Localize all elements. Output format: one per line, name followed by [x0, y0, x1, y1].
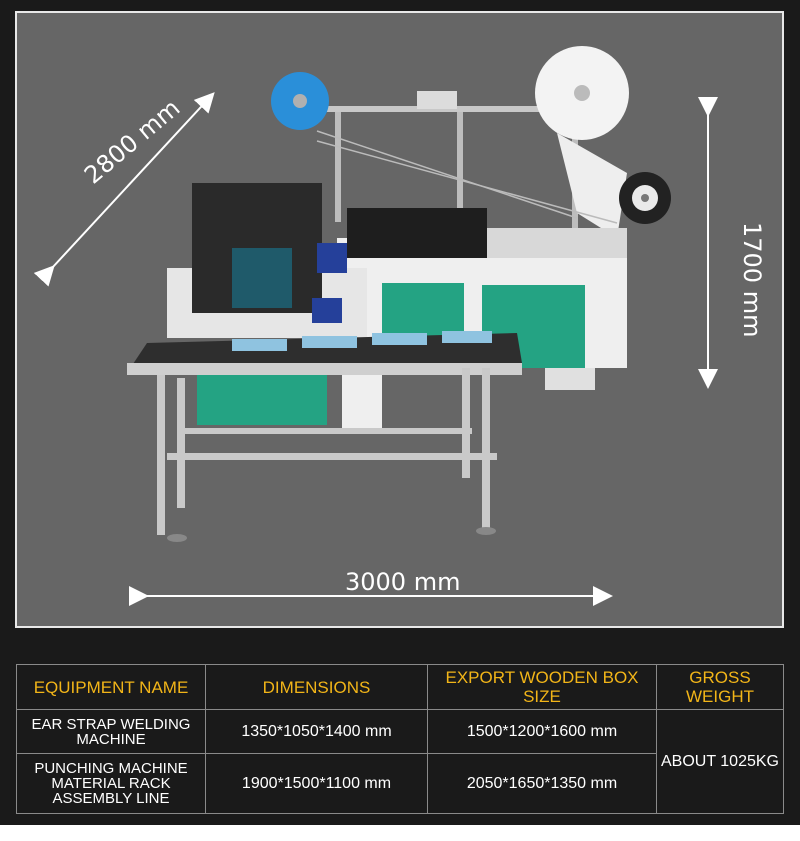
header-box-size: EXPORT WOODEN BOX SIZE	[427, 664, 657, 710]
row-box-size: 1500*1200*1600 mm	[427, 709, 657, 754]
machine-illustration	[33, 46, 718, 606]
header-gross-weight: GROSS WEIGHT	[656, 664, 784, 710]
row-dimensions: 1900*1500*1100 mm	[205, 753, 428, 814]
gross-weight-value: ABOUT 1025KG	[656, 709, 784, 814]
width-label: 3000 mm	[345, 568, 461, 596]
header-equipment-name: EQUIPMENT NAME	[16, 664, 206, 710]
row-equipment-name: PUNCHING MACHINE MATERIAL RACK ASSEMBLY …	[16, 753, 206, 814]
spec-table: EQUIPMENT NAME DIMENSIONS EXPORT WOODEN …	[16, 664, 784, 814]
bottom-strip	[0, 825, 800, 841]
header-dimensions: DIMENSIONS	[205, 664, 428, 710]
height-label: 1700 mm	[738, 222, 766, 338]
table-row: PUNCHING MACHINE MATERIAL RACK ASSEMBLY …	[16, 753, 784, 814]
row-box-size: 2050*1650*1350 mm	[427, 753, 657, 814]
product-photo: 2800 mm 1700 mm 3000 mm	[15, 11, 784, 628]
row-equipment-name: EAR STRAP WELDING MACHINE	[16, 709, 206, 754]
depth-arrow	[33, 92, 215, 287]
row-dimensions: 1350*1050*1400 mm	[205, 709, 428, 754]
table-row: EAR STRAP WELDING MACHINE 1350*1050*1400…	[16, 709, 784, 814]
table-header-row: EQUIPMENT NAME DIMENSIONS EXPORT WOODEN …	[16, 664, 784, 710]
